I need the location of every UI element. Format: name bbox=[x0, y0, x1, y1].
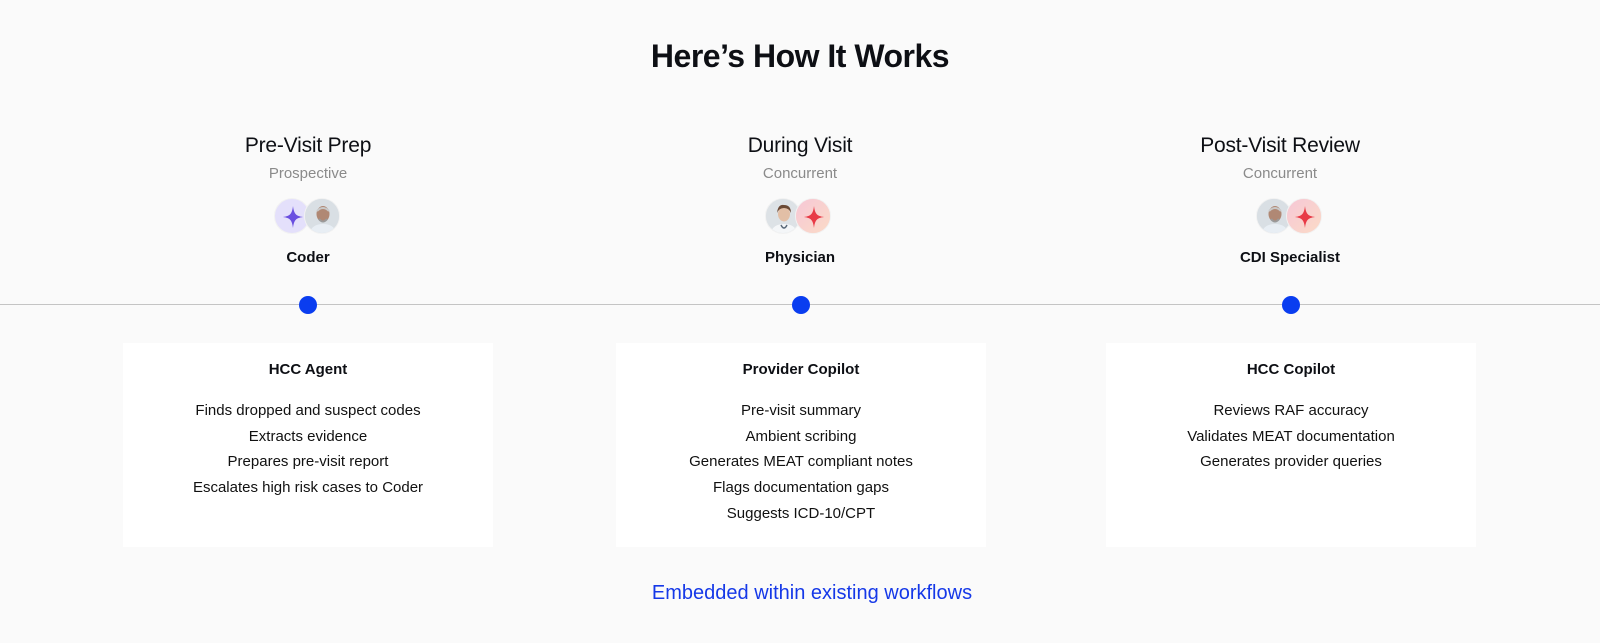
card-list: Reviews RAF accuracy Validates MEAT docu… bbox=[1106, 398, 1476, 475]
stage-during-visit: During Visit Concurrent Physician bbox=[615, 132, 985, 268]
list-item: Validates MEAT documentation bbox=[1187, 427, 1395, 445]
role-label: CDI Specialist bbox=[1239, 249, 1341, 266]
list-item: Extracts evidence bbox=[248, 427, 368, 445]
list-item: Generates MEAT compliant notes bbox=[689, 453, 913, 471]
cdi-specialist-avatar bbox=[1256, 198, 1292, 234]
stage-subtitle: Concurrent bbox=[762, 165, 838, 182]
list-item: Reviews RAF accuracy bbox=[1213, 402, 1369, 419]
avatar-group bbox=[615, 198, 985, 238]
card-provider-copilot: Provider Copilot Pre-visit summary Ambie… bbox=[616, 343, 986, 547]
list-item: Prepares pre-visit report bbox=[227, 453, 389, 471]
role-label: Physician bbox=[764, 249, 836, 266]
list-item: Finds dropped and suspect codes bbox=[195, 402, 421, 419]
card-title: HCC Copilot bbox=[1246, 361, 1336, 378]
list-item: Ambient scribing bbox=[745, 427, 857, 445]
red-sparkle-icon bbox=[1286, 198, 1322, 234]
card-hcc-copilot: HCC Copilot Reviews RAF accuracy Validat… bbox=[1106, 343, 1476, 547]
physician-avatar bbox=[765, 198, 801, 234]
card-title: HCC Agent bbox=[268, 361, 348, 378]
card-hcc-agent: HCC Agent Finds dropped and suspect code… bbox=[123, 343, 493, 547]
stage-subtitle: Concurrent bbox=[1242, 165, 1318, 182]
red-sparkle-icon bbox=[795, 198, 831, 234]
stage-subtitle: Prospective bbox=[268, 165, 348, 182]
timeline-dot bbox=[792, 296, 810, 314]
coder-avatar bbox=[304, 198, 340, 234]
stage-post-visit-review: Post-Visit Review Concurrent CDI Special… bbox=[1095, 132, 1465, 268]
stage-pre-visit-prep: Pre-Visit Prep Prospective Coder bbox=[123, 132, 493, 268]
page-title: Here’s How It Works bbox=[650, 38, 950, 74]
card-list: Finds dropped and suspect codes Extracts… bbox=[123, 398, 493, 501]
list-item: Generates provider queries bbox=[1200, 453, 1382, 471]
card-list: Pre-visit summary Ambient scribing Gener… bbox=[616, 398, 986, 527]
role-label: Coder bbox=[286, 249, 330, 266]
avatar-group bbox=[1095, 198, 1465, 238]
stage-title: Post-Visit Review bbox=[1200, 134, 1360, 157]
list-item: Flags documentation gaps bbox=[713, 479, 889, 497]
stage-title: Pre-Visit Prep bbox=[244, 134, 372, 157]
timeline-dot bbox=[1282, 296, 1300, 314]
avatar-group bbox=[123, 198, 493, 238]
list-item: Suggests ICD-10/CPT bbox=[726, 504, 876, 522]
purple-sparkle-icon bbox=[274, 198, 310, 234]
list-item: Escalates high risk cases to Coder bbox=[192, 479, 424, 497]
embedded-workflows-link[interactable]: Embedded within existing workflows bbox=[651, 582, 973, 604]
list-item: Pre-visit summary bbox=[740, 402, 861, 419]
stage-title: During Visit bbox=[747, 134, 853, 157]
timeline-dot bbox=[299, 296, 317, 314]
card-title: Provider Copilot bbox=[742, 361, 860, 378]
